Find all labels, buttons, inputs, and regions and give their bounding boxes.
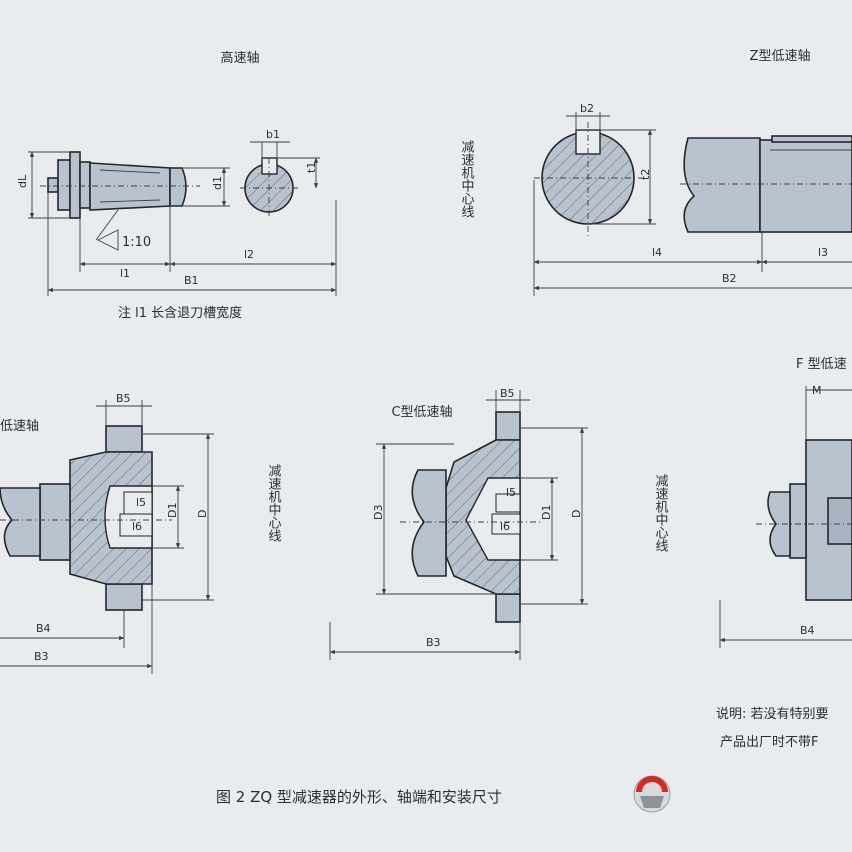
note-line-1: 说明: 若没有特别要 xyxy=(716,706,829,722)
B1-label: B1 xyxy=(184,274,199,287)
center-label-top: 减速机中心线 xyxy=(459,140,475,218)
c-D1-label: D1 xyxy=(540,505,553,520)
f-low-title: F 型低速 xyxy=(796,357,847,372)
high-speed-note: 注 l1 长含退刀槽宽度 xyxy=(118,305,242,321)
a-low-title: 低速轴 xyxy=(0,419,39,434)
high-speed-shaft-body xyxy=(40,151,200,219)
z-low-section xyxy=(534,122,642,236)
f-low-body xyxy=(756,439,852,601)
c-l5-label: l5 xyxy=(506,486,516,499)
a-low-speed-view: 低速轴 B5 l5 l6 D1 D B4 B3 xyxy=(0,392,214,674)
b2-label: b2 xyxy=(580,102,594,115)
center-label-right: 减速机中心线 xyxy=(653,474,669,552)
f-B4-label: B4 xyxy=(800,624,815,637)
c-low-body xyxy=(400,411,540,623)
c-B3-label: B3 xyxy=(426,636,441,649)
a-low-body xyxy=(0,425,172,611)
l2-label: l2 xyxy=(244,248,254,261)
figure-caption: 图 2 ZQ 型减速器的外形、轴端和安装尺寸 xyxy=(216,788,502,806)
a-B3-label: B3 xyxy=(34,650,49,663)
c-D3-label: D3 xyxy=(372,505,385,520)
c-D-label: D xyxy=(570,510,583,518)
high-speed-title: 高速轴 xyxy=(220,50,259,66)
b1-label: b1 xyxy=(266,128,280,141)
z-low-title: Z型低速轴 xyxy=(750,49,811,64)
f-M-label: M xyxy=(812,384,822,397)
a-l5-label: l5 xyxy=(136,496,146,509)
a-B4-label: B4 xyxy=(36,622,51,635)
gear-logo-icon xyxy=(633,775,671,813)
taper-label: 1:10 xyxy=(122,235,151,250)
l1-label: l1 xyxy=(120,267,130,280)
c-l6-label: l6 xyxy=(500,520,510,533)
d1-label: d1 xyxy=(211,176,224,190)
high-speed-shaft-view: 高速轴 dL d1 1:10 xyxy=(16,50,337,321)
a-D-label: D xyxy=(196,510,209,518)
a-D1-label: D1 xyxy=(166,503,179,518)
B2-label: B2 xyxy=(722,272,737,285)
l4-label: l4 xyxy=(652,246,662,259)
c-B5-label: B5 xyxy=(500,387,515,400)
t1-label: t1 xyxy=(305,162,318,173)
c-low-speed-view: C型低速轴 B5 D3 l5 l6 D1 D B3 xyxy=(329,387,588,660)
center-label-mid: 减速机中心线 xyxy=(266,464,282,542)
dl-label: dL xyxy=(16,174,29,188)
z-low-shaft-body xyxy=(680,135,852,233)
high-speed-section xyxy=(240,157,300,218)
a-B5-label: B5 xyxy=(116,392,131,405)
note-line-2: 产品出厂时不带F xyxy=(720,735,818,750)
l3-label: l3 xyxy=(818,246,828,259)
f-low-speed-view: F 型低速 M B4 xyxy=(719,357,852,648)
t2-label: t2 xyxy=(639,169,652,180)
z-low-speed-view: Z型低速轴 减速机中心线 b2 t2 l4 l3 B2 xyxy=(459,49,852,296)
a-l6-label: l6 xyxy=(132,520,142,533)
c-low-title: C型低速轴 xyxy=(391,405,452,420)
